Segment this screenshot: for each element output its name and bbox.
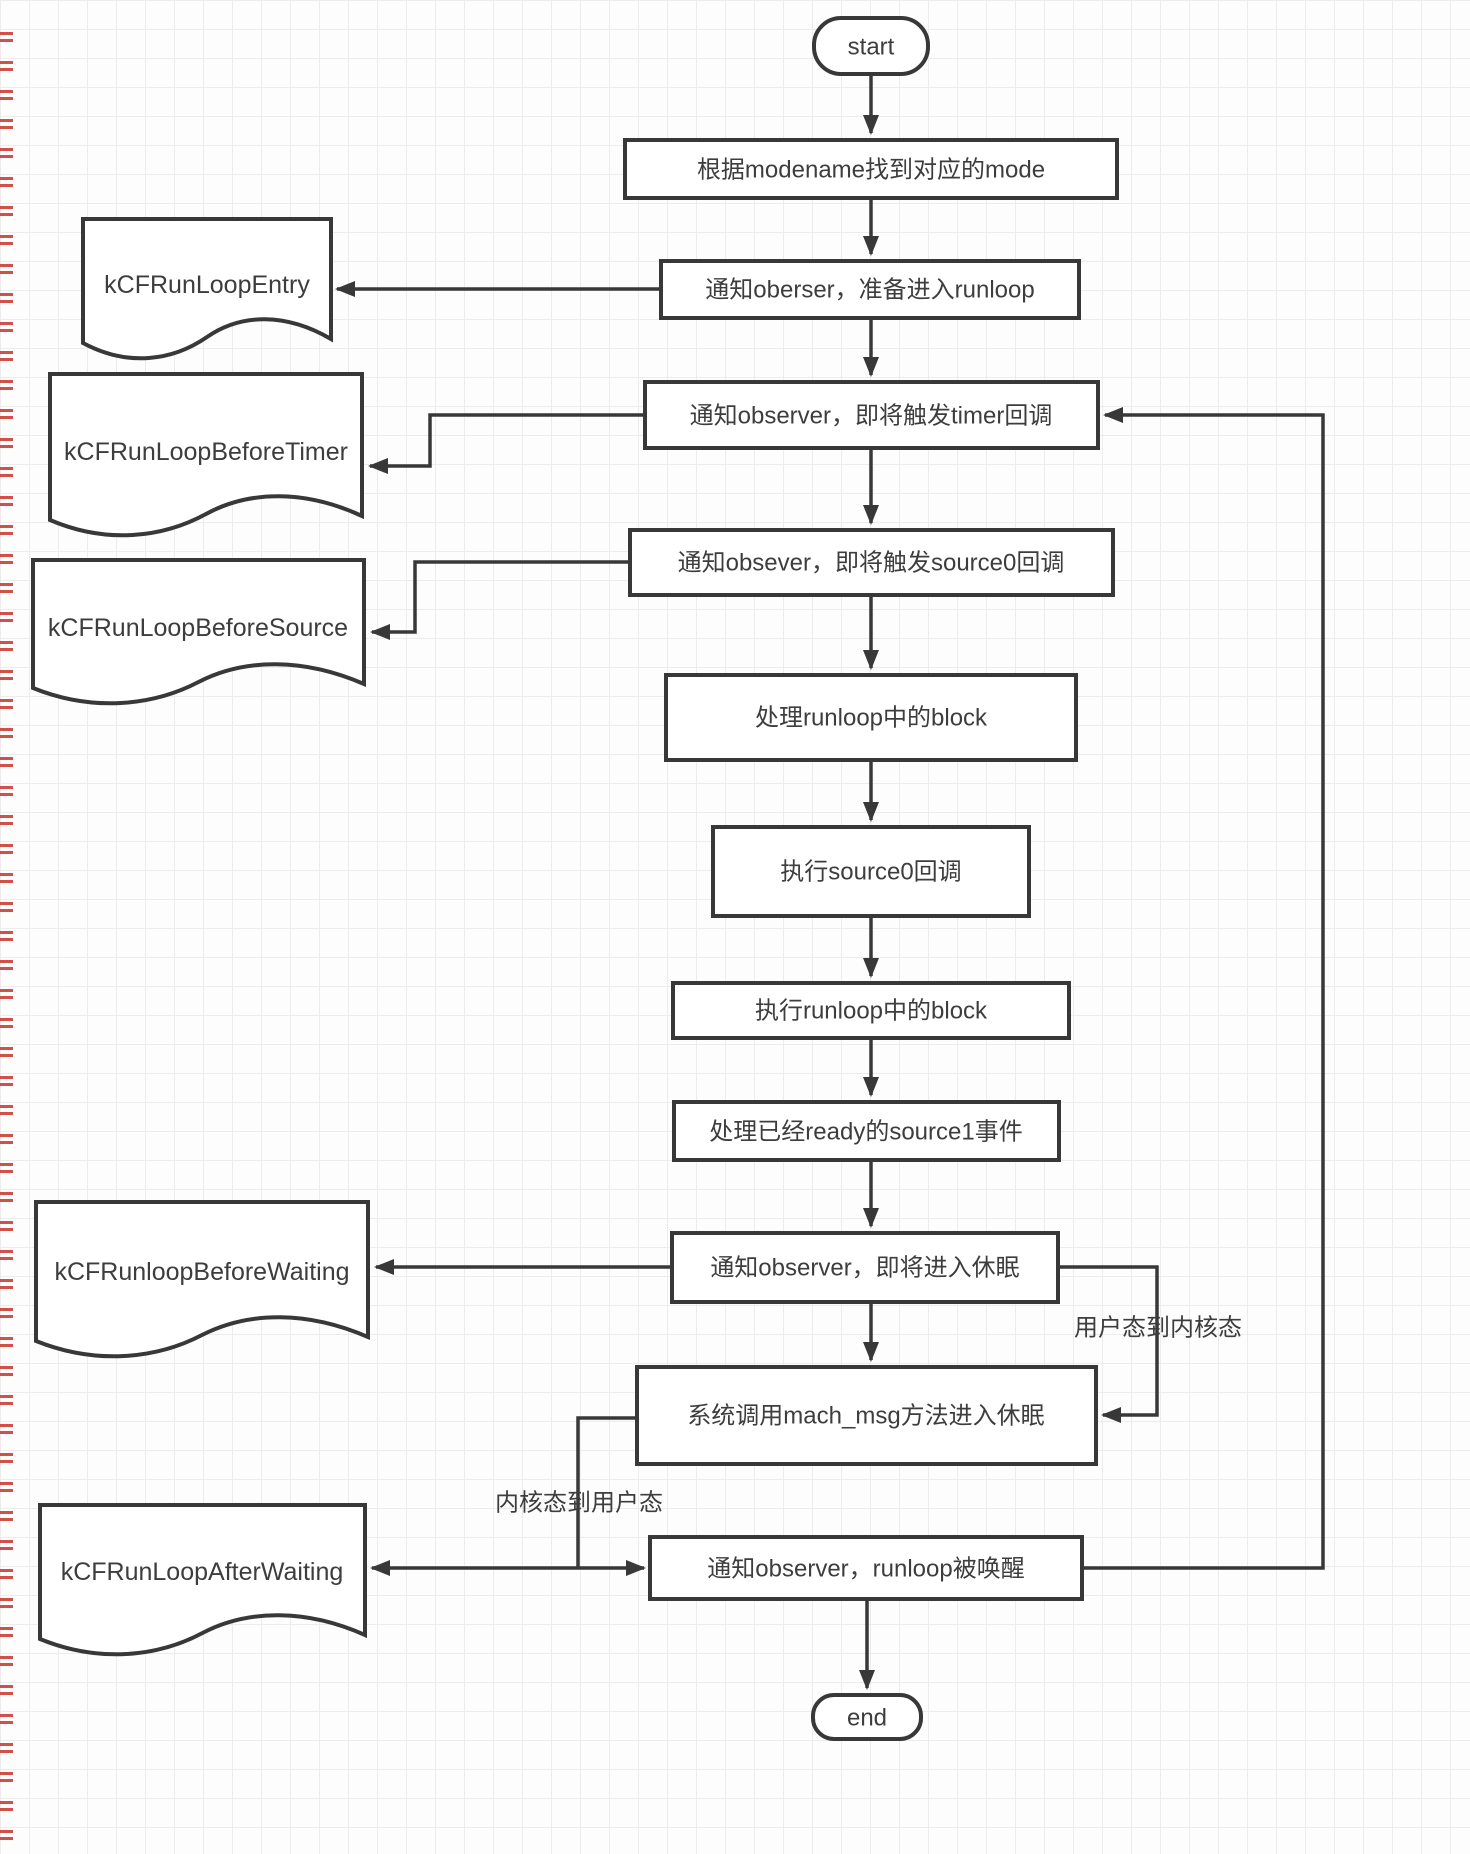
doc-kcfrunloop-after-waiting-label: kCFRunLoopAfterWaiting [61,1558,344,1586]
node-exec-source0-label: 执行source0回调 [780,859,961,886]
doc-kcfrunloop-before-timer: kCFRunLoopBeforeTimer [48,372,364,538]
edge-source0notify-to-sourcedoc [370,560,629,640]
doc-kcfrunloop-after-waiting: kCFRunLoopAfterWaiting [38,1503,367,1657]
doc-kcfrunloop-before-timer-label: kCFRunLoopBeforeTimer [64,438,348,466]
node-notify-entry-label: 通知oberser，准备进入runloop [705,277,1034,304]
edges: 用户态到内核态 内核态到用户态 [335,76,1325,1690]
node-notify-timer: 通知observer，即将触发timer回调 [643,380,1100,450]
node-find-mode-label: 根据modename找到对应的mode [697,157,1045,184]
doc-kcfrunloop-entry-label: kCFRunLoopEntry [104,271,310,299]
node-start-label: start [848,34,895,61]
node-handle-source1: 处理已经ready的source1事件 [672,1100,1061,1162]
edge-user-to-kernel [1059,1265,1159,1423]
node-notify-sleep-label: 通知observer，即将进入休眠 [710,1255,1019,1282]
left-edge-red-ticks [0,24,13,1848]
doc-kcfrunloop-before-waiting: kCFRunloopBeforeWaiting [34,1200,370,1359]
node-notify-sleep: 通知observer，即将进入休眠 [670,1231,1060,1304]
node-end-label: end [847,1705,887,1732]
node-mach-msg-label: 系统调用mach_msg方法进入休眠 [687,1403,1044,1430]
node-notify-entry: 通知oberser，准备进入runloop [659,259,1081,320]
node-find-mode: 根据modename找到对应的mode [623,138,1119,200]
node-notify-source0: 通知obsever，即将触发source0回调 [628,528,1115,597]
node-start: start [812,16,930,76]
node-handle-blocks-label: 处理runloop中的block [755,705,988,732]
doc-kcfrunloop-before-waiting-label: kCFRunloopBeforeWaiting [54,1258,349,1286]
node-handle-blocks: 处理runloop中的block [664,673,1078,762]
edge-label-kernel-to-user: 内核态到用户态 [495,1490,663,1517]
edge-loopback-wake-to-timer [1083,407,1325,1570]
node-handle-source1-label: 处理已经ready的source1事件 [709,1119,1022,1146]
node-exec-blocks-label: 执行runloop中的block [755,998,988,1025]
edge-label-user-to-kernel: 用户态到内核态 [1074,1315,1242,1342]
doc-kcfrunloop-entry: kCFRunLoopEntry [81,217,333,361]
node-notify-timer-label: 通知observer，即将触发timer回调 [690,403,1053,430]
node-exec-blocks: 执行runloop中的block [671,981,1071,1040]
node-exec-source0: 执行source0回调 [711,825,1031,918]
doc-kcfrunloop-before-source-label: kCFRunLoopBeforeSource [48,614,348,642]
node-mach-msg: 系统调用mach_msg方法进入休眠 [635,1365,1098,1466]
node-notify-source0-label: 通知obsever，即将触发source0回调 [678,550,1065,577]
edge-machmsg-step-down [576,1416,636,1568]
node-end: end [811,1693,923,1741]
node-notify-wake-label: 通知observer，runloop被唤醒 [707,1556,1024,1583]
node-notify-wake: 通知observer，runloop被唤醒 [648,1535,1084,1601]
doc-kcfrunloop-before-source: kCFRunLoopBeforeSource [31,558,366,706]
edge-timernotify-to-timerdoc [368,413,644,474]
